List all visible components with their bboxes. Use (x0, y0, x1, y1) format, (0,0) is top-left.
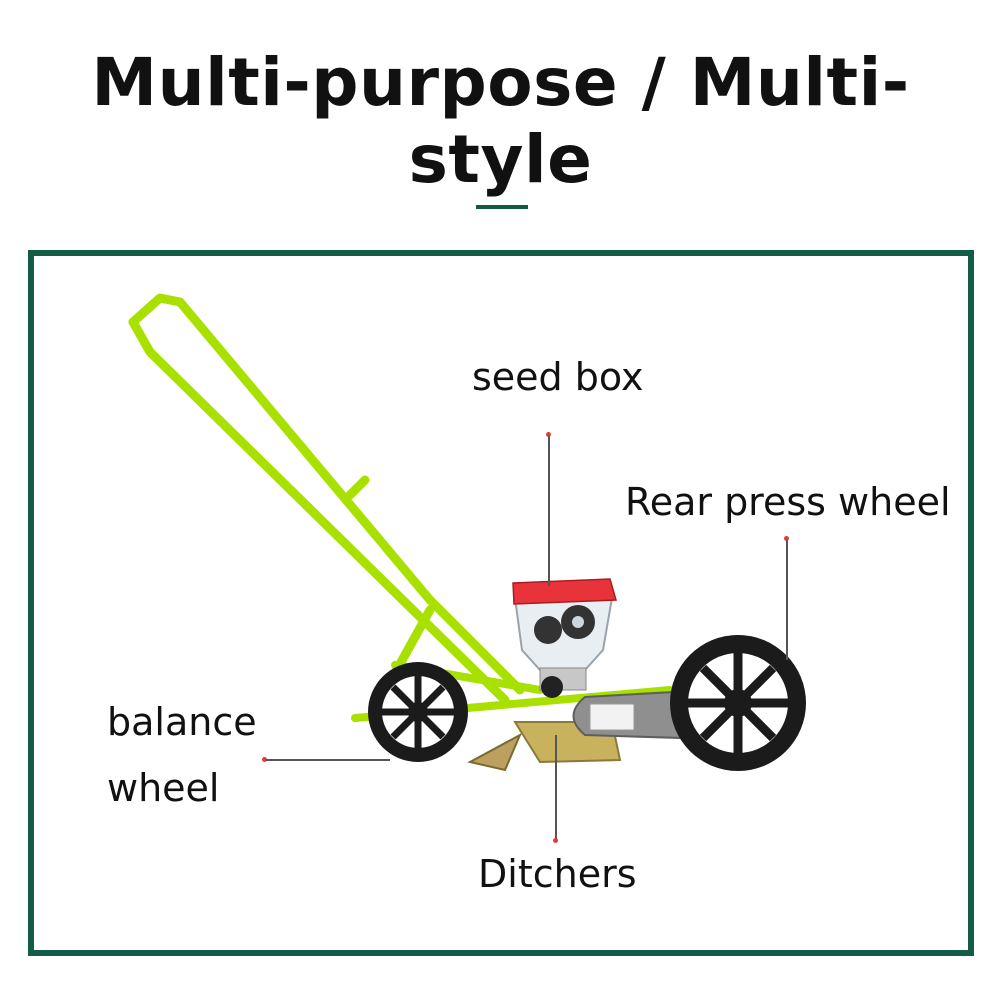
marker-dot-rear-press-wheel (784, 536, 789, 541)
callout-seed-box: seed box (472, 355, 644, 399)
callout-rear-press-wheel: Rear press wheel (625, 480, 951, 524)
callout-ditchers: Ditchers (478, 852, 637, 896)
leader-line-ditchers (555, 735, 557, 840)
accent-divider (476, 205, 528, 209)
marker-dot-ditchers (553, 838, 558, 843)
leader-line-rear-press-wheel (786, 540, 788, 660)
image-frame (28, 250, 974, 956)
rear-press-wheel (670, 635, 806, 771)
marker-dot-seed-box (546, 432, 551, 437)
leader-line-seed-box (548, 436, 550, 586)
balance-wheel (368, 662, 468, 762)
headline: Multi-purpose / Multi-style (91, 44, 910, 198)
callout-balance-wheel-line2: wheel (107, 766, 220, 810)
callout-balance-wheel-line1: balance (107, 700, 257, 744)
handle (128, 293, 525, 705)
marker-dot-balance-wheel (262, 757, 267, 762)
seed-box (512, 578, 617, 698)
leader-line-balance-wheel (266, 759, 390, 761)
